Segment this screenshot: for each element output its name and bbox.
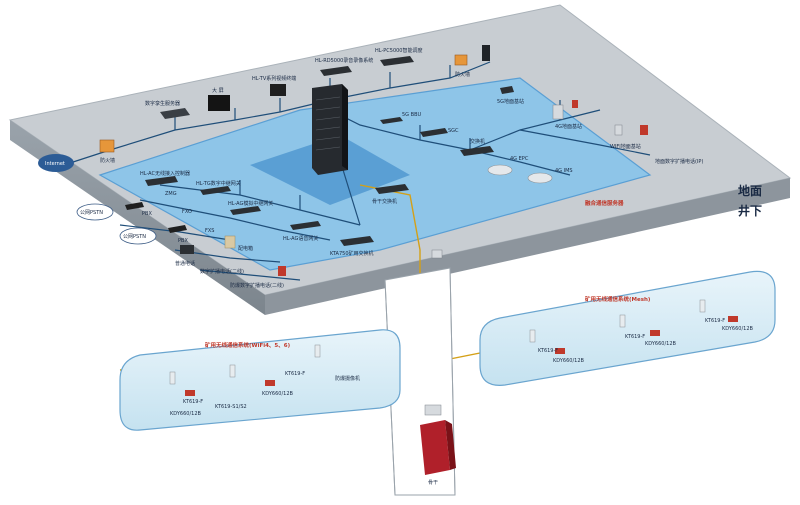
fax-label: 配电箱 xyxy=(238,245,253,252)
base5g-label: 5G地面基站 xyxy=(497,98,524,105)
ground-label: 地面 xyxy=(738,183,762,198)
left-item-1: KT619-F xyxy=(183,399,203,405)
core-core-label: 融合通信服务器 xyxy=(585,199,624,207)
switch-icon: 交换机 xyxy=(460,138,494,156)
right-item-5: KT619-F xyxy=(705,318,725,324)
shaft-bottom-label: 骨干 xyxy=(428,480,438,486)
tv-terminal-icon: HL-TV系列视频终端 xyxy=(252,75,296,96)
kta-switch-label: KTA750矿用交换机 xyxy=(330,250,374,257)
internet-label: Internet xyxy=(45,161,65,167)
firewall2-icon: 防火墙 xyxy=(454,45,490,78)
ims-label: 4G IMS xyxy=(555,168,573,174)
hl-ag2-label: HL-AG语音网关 xyxy=(283,235,318,242)
recorder-icon: HL-RD5000录音录像系统 xyxy=(315,57,373,76)
fax-icon: 配电箱 xyxy=(224,235,253,252)
left-item-3: KT619-S1/S2 xyxy=(215,404,247,410)
desk-phone-icon: 普通电话 xyxy=(175,245,195,267)
pstn1-label: 公网PSTN xyxy=(80,210,103,216)
ac-controller-icon: HL-AC无线接入控制器 xyxy=(140,170,190,186)
right-tunnel: 矿用无线通信系统(Mesh) KT619-F KDY660/12B KT619-… xyxy=(479,270,776,386)
bigscreen-icon: 大 屏 xyxy=(208,87,230,111)
base5g-icon: 5G地面基站 xyxy=(497,86,524,105)
pc5000-label: HL-PC5000智能调度 xyxy=(375,47,423,54)
core-cabinet-icon xyxy=(312,84,348,175)
rd5000-label: HL-RD5000录音录像系统 xyxy=(315,57,373,64)
red-phone-icon: 防爆数字扩播电话(二线) xyxy=(230,266,286,289)
underground-cabinet-icon: 骨干 xyxy=(420,404,456,486)
ag2-gateway-icon: HL-AG语音网关 xyxy=(283,221,321,242)
base4g-label: 4G地面基站 xyxy=(555,123,582,130)
right-item-3: KT619-F xyxy=(625,334,645,340)
firewall-label: 防火墙 xyxy=(100,157,115,164)
switch-label: 交换机 xyxy=(470,138,485,145)
ac-label: HL-AC无线接入控制器 xyxy=(140,170,190,177)
firewall-icon: 防火墙 xyxy=(99,139,115,164)
left-item-2: KDY660/12B xyxy=(170,411,202,417)
core-bbu-label: 5G BBU xyxy=(402,112,422,118)
ag-gateway-icon: HL-AG模拟中继网关 xyxy=(228,200,273,215)
tg-gateway-icon: HL-TG数字中继网关 xyxy=(196,180,241,195)
dig-phone2-label: 防爆数字扩播电话(二线) xyxy=(230,282,284,289)
surface-phone-icon: 地面数字扩播电话(IP) xyxy=(640,125,703,165)
internet-cloud-icon: Internet xyxy=(38,154,74,172)
right-tunnel-title: 矿用无线通信系统(Mesh) xyxy=(585,295,651,303)
hl-tg-label: HL-TG数字中继网关 xyxy=(196,180,241,187)
mine-switch-label: 骨干交换机 xyxy=(372,198,397,205)
pstn-cloud-icon: 公网PSTN xyxy=(119,227,157,245)
mine-switch-icon: 骨干交换机 xyxy=(372,184,409,205)
pbx-icon: PBX xyxy=(125,202,152,217)
wifi-ap-icon: WIFI地面基站 xyxy=(610,124,641,150)
pbx2-label: PBX xyxy=(178,238,188,244)
left-item-5: KT619-F xyxy=(285,371,305,377)
kta-switch-icon: KTA750矿用交换机 xyxy=(330,236,374,257)
digital-platform-label: 数字孪生服务器 xyxy=(145,100,180,107)
sound-phone-label: 数字扩播电话(二线) xyxy=(200,268,244,275)
sgc-label: SGC xyxy=(448,128,459,134)
sgc-icon: SGC xyxy=(420,128,459,137)
pstn2-label: 公网PSTN xyxy=(123,234,146,240)
right-item-2: KDY660/12B xyxy=(553,358,585,364)
left-item-4: KDY660/12B xyxy=(262,391,294,397)
zmg-label: ZMG xyxy=(165,191,177,197)
firewall2-label: 防火墙 xyxy=(455,71,470,78)
pstn-cloud-icon: 公网PSTN xyxy=(76,203,114,221)
underground-label: 井下 xyxy=(738,203,762,218)
base4g-icon: 4G地面基站 xyxy=(552,100,582,130)
wifi-ap-label: WIFI地面基站 xyxy=(610,143,641,150)
epc-icon: 4G EPC xyxy=(487,156,529,176)
server-icon: 数字孪生服务器 xyxy=(145,100,190,119)
bigscreen-label: 大 屏 xyxy=(212,87,224,94)
ims-icon: 4G IMS xyxy=(527,168,573,184)
desk-phone-label: 普通电话 xyxy=(175,260,195,267)
hl-ag-label: HL-AG模拟中继网关 xyxy=(228,200,273,207)
bbu-icon: 5G BBU xyxy=(380,112,422,124)
tv-label: HL-TV系列视频终端 xyxy=(252,75,296,82)
pbx1-label: PBX xyxy=(142,211,152,217)
fxo-label: FXO xyxy=(182,209,192,215)
left-tunnel: 矿用无线通信系统(WiFi4、5、6) KT619-F KDY660/12B K… xyxy=(119,329,401,431)
fxs-label: FXS xyxy=(205,228,214,234)
right-item-4: KDY660/12B xyxy=(645,341,677,347)
left-tunnel-title: 矿用无线通信系统(WiFi4、5、6) xyxy=(205,341,291,349)
surface-lines xyxy=(69,61,651,281)
right-item-6: KDY660/12B xyxy=(722,326,754,332)
dispatcher-icon: HL-PC5000智能调度 xyxy=(375,47,423,66)
left-item-6: 防爆摄像机 xyxy=(335,375,360,382)
surface-phone-label: 地面数字扩播电话(IP) xyxy=(655,158,703,165)
right-item-1: KT619-F xyxy=(538,348,558,354)
pbx-icon: PBX xyxy=(168,225,188,244)
epc-label: 4G EPC xyxy=(510,156,529,162)
